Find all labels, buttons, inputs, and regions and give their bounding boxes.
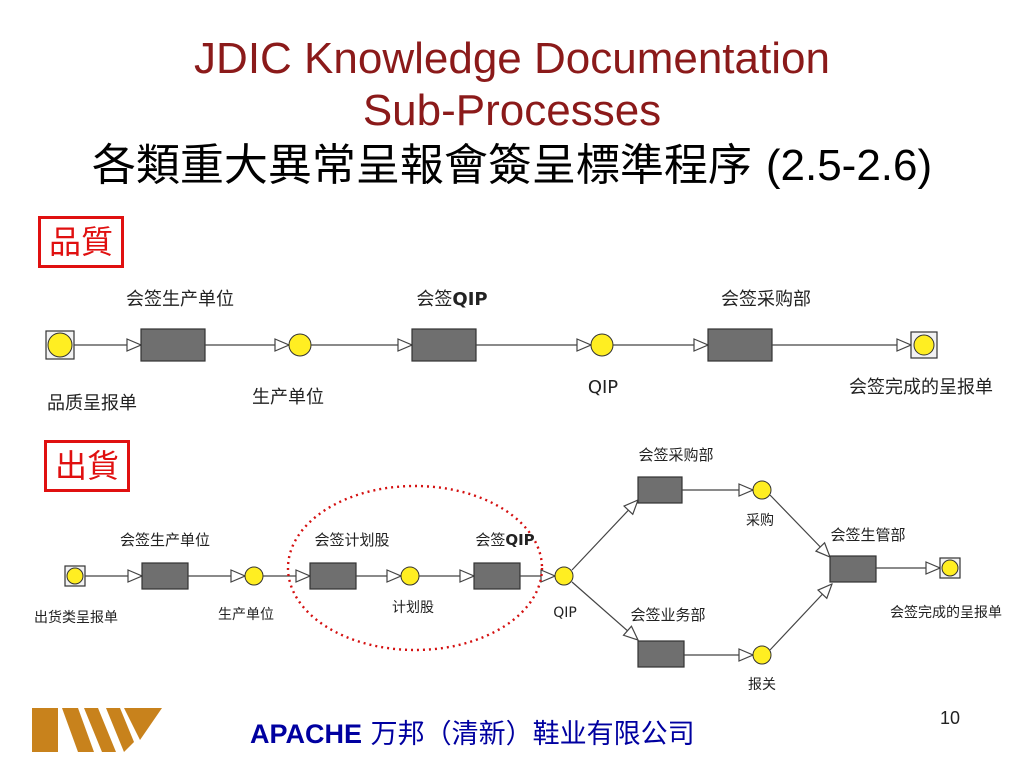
ship-task-purchasing-label: 会签采购部: [638, 446, 713, 464]
highlight-ellipse: [286, 484, 544, 652]
ship-node-label-start: 出货类呈报单: [34, 609, 118, 626]
ship-task-production: [141, 562, 189, 590]
ship-task-sales-label: 会签业务部: [630, 606, 705, 624]
quality-section-tag: 品質: [38, 216, 125, 268]
ship-node-production: [244, 566, 264, 586]
quality-task-2-label: 会签QIP: [416, 289, 487, 310]
title-zh: 各類重大異常呈報會簽呈標準程序: [91, 140, 752, 191]
quality-node-label-end: 会签完成的呈报单: [849, 377, 993, 398]
ship-task-purchasing: [637, 476, 683, 504]
quality-start-node: [47, 332, 73, 358]
quality-task-2: [411, 328, 477, 362]
ship-task-production-mgmt-label: 会签生管部: [830, 526, 905, 544]
ship-node-planning: [400, 566, 420, 586]
quality-node-production: [288, 333, 312, 357]
ship-task-sales: [637, 640, 685, 668]
apache-logo: [32, 708, 162, 752]
ship-edge-split-up: [571, 500, 638, 571]
ship-node-customs: [752, 645, 772, 665]
quality-flow: 会签生产单位 会签QIP 会签采购部 品质呈报单 生产单位 QIP 会签完成的呈…: [45, 289, 993, 414]
quality-end-node: [913, 334, 935, 356]
quality-node-label-production: 生产单位: [252, 387, 324, 408]
quality-node-qip: [590, 333, 614, 357]
ship-task-qip-label: 会签QIP: [475, 531, 534, 549]
title-line-2: Sub-Processes: [362, 86, 662, 135]
ship-task-production-label: 会签生产单位: [120, 531, 210, 549]
ship-node-label-planning: 计划股: [392, 600, 434, 616]
quality-task-1-label: 会签生产单位: [126, 289, 234, 310]
title-code: (2.5-2.6): [765, 141, 933, 190]
page-number: 10: [940, 708, 961, 728]
ship-node-label-production: 生产单位: [218, 607, 274, 623]
quality-task-1: [140, 328, 206, 362]
footer-company-latin: APACHE: [250, 719, 363, 749]
footer-company-name: APACHE 万邦（清新）鞋业有限公司: [250, 712, 695, 751]
ship-task-qip: [473, 562, 521, 590]
ship-node-label-end: 会签完成的呈报单: [890, 604, 1002, 621]
ship-node-purchasing: [752, 480, 772, 500]
ship-node-label-qip: QIP: [553, 605, 577, 621]
title-line-1: JDIC Knowledge Documentation: [194, 34, 830, 83]
ship-end-node: [941, 559, 959, 577]
ship-node-label-purchasing: 采购: [746, 513, 774, 529]
quality-task-3-label: 会签采购部: [721, 289, 811, 310]
quality-node-label-qip: QIP: [588, 377, 618, 398]
ship-task-planning-label: 会签计划股: [314, 531, 389, 549]
ship-edge-split-down: [571, 581, 638, 640]
ship-node-qip: [554, 566, 574, 586]
title-line-3: 各類重大異常呈報會簽呈標準程序 (2.5-2.6): [0, 140, 1024, 192]
shipping-flow: 会签生产单位 会签计划股 会签QIP 会签采购部 会签业务部 会签生管部 出货类…: [34, 446, 1002, 693]
footer-company-zh: 万邦（清新）鞋业有限公司: [362, 719, 695, 750]
quality-node-label-start: 品质呈报单: [47, 393, 137, 414]
ship-edge-merge-up: [769, 494, 830, 557]
ship-task-production-mgmt: [829, 555, 877, 583]
ship-task-planning: [309, 562, 357, 590]
quality-task-3: [707, 328, 773, 362]
shipping-section-tag: 出貨: [44, 440, 131, 492]
ship-node-label-customs: 报关: [748, 677, 776, 693]
ship-edge-merge-down: [769, 584, 832, 651]
ship-start-node: [66, 567, 84, 585]
